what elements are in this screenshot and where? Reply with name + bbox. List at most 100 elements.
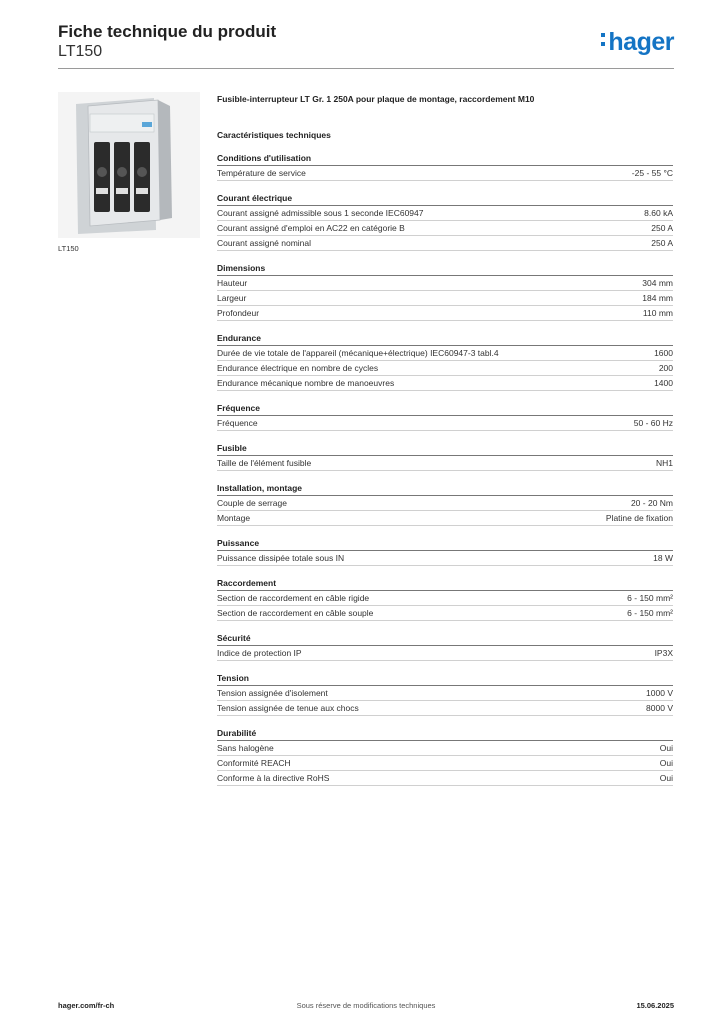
spec-label: Endurance électrique en nombre de cycles xyxy=(217,363,379,373)
document-title: Fiche technique du produit xyxy=(58,22,277,41)
spec-value: 304 mm xyxy=(642,278,673,288)
spec-value: 50 - 60 Hz xyxy=(633,418,673,428)
spec-row: Conformité REACH Oui xyxy=(217,756,673,771)
spec-row: Tension assignée d'isolement 1000 V xyxy=(217,686,673,701)
spec-value: -25 - 55 °C xyxy=(631,168,673,178)
spec-value: 200 xyxy=(658,363,673,373)
spec-row: Conforme à la directive RoHS Oui xyxy=(217,771,673,786)
spec-value: 250 A xyxy=(651,238,673,248)
spec-value: 6 - 150 mm² xyxy=(627,608,673,618)
spec-row: Courant assigné d'emploi en AC22 en caté… xyxy=(217,221,673,236)
spec-label: Couple de serrage xyxy=(217,498,287,508)
spec-row: Température de service -25 - 55 °C xyxy=(217,166,673,181)
section-title: Puissance xyxy=(217,537,673,551)
spec-label: Durée de vie totale de l'appareil (mécan… xyxy=(217,348,499,358)
spec-value: 18 W xyxy=(653,553,673,563)
spec-value: Oui xyxy=(659,773,673,783)
spec-row: Courant assigné nominal 250 A xyxy=(217,236,673,251)
spec-label: Courant assigné admissible sous 1 second… xyxy=(217,208,424,218)
section-title: Sécurité xyxy=(217,632,673,646)
spec-value: 20 - 20 Nm xyxy=(630,498,673,508)
spec-value: NH1 xyxy=(655,458,673,468)
section-title: Fusible xyxy=(217,442,673,456)
spec-value: 8000 V xyxy=(646,703,673,713)
spec-label: Puissance dissipée totale sous IN xyxy=(217,553,345,563)
spec-label: Fréquence xyxy=(217,418,258,428)
spec-row: Couple de serrage 20 - 20 Nm xyxy=(217,496,673,511)
spec-value: Platine de fixation xyxy=(605,513,673,523)
section-title: Fréquence xyxy=(217,402,673,416)
section-title: Durabilité xyxy=(217,727,673,741)
spec-row: Largeur 184 mm xyxy=(217,291,673,306)
spec-content: Fusible-interrupteur LT Gr. 1 250A pour … xyxy=(217,93,673,786)
spec-label: Conforme à la directive RoHS xyxy=(217,773,330,783)
spec-label: Endurance mécanique nombre de manoeuvres xyxy=(217,378,395,388)
spec-value: 1600 xyxy=(654,348,673,358)
product-description: Fusible-interrupteur LT Gr. 1 250A pour … xyxy=(217,94,535,104)
footer-date: 15.06.2025 xyxy=(636,1001,674,1010)
spec-row: Montage Platine de fixation xyxy=(217,511,673,526)
footer-website-link[interactable]: hager.com/fr-ch xyxy=(58,1001,115,1010)
spec-value: 1000 V xyxy=(646,688,673,698)
spec-value: 184 mm xyxy=(642,293,673,303)
spec-label: Montage xyxy=(217,513,251,523)
footer-disclaimer: Sous réserve de modifications techniques xyxy=(296,1001,436,1010)
spec-label: Courant assigné d'emploi en AC22 en caté… xyxy=(217,223,405,233)
spec-row: Courant assigné admissible sous 1 second… xyxy=(217,206,673,221)
spec-label: Largeur xyxy=(217,293,247,303)
spec-row: Section de raccordement en câble souple 6… xyxy=(217,606,673,621)
spec-row: Durée de vie totale de l'appareil (mécan… xyxy=(217,346,673,361)
spec-row: Sans halogène Oui xyxy=(217,741,673,756)
spec-value: 250 A xyxy=(651,223,673,233)
spec-label: Profondeur xyxy=(217,308,260,318)
section-title: Tension xyxy=(217,672,673,686)
spec-label: Sans halogène xyxy=(217,743,274,753)
spec-label: Courant assigné nominal xyxy=(217,238,312,248)
section-title: Conditions d'utilisation xyxy=(217,152,673,166)
product-reference: LT150 xyxy=(58,43,103,60)
logo-wordmark: hager xyxy=(608,28,674,56)
hager-logo[interactable]: hager xyxy=(601,28,674,57)
section-title: Installation, montage xyxy=(217,482,673,496)
spec-row: Puissance dissipée totale sous IN 18 W xyxy=(217,551,673,566)
spec-row: Endurance électrique en nombre de cycles… xyxy=(217,361,673,376)
spec-value: 6 - 150 mm² xyxy=(627,593,673,603)
spec-value: IP3X xyxy=(654,648,673,658)
page-header: Fiche technique du produit LT150 hager xyxy=(58,22,674,68)
spec-label: Section de raccordement en câble souple xyxy=(217,608,374,618)
spec-row: Tension assignée de tenue aux chocs 8000 … xyxy=(217,701,673,716)
spec-label: Section de raccordement en câble rigide xyxy=(217,593,370,603)
image-caption: LT150 xyxy=(58,244,79,253)
section-title: Endurance xyxy=(217,332,673,346)
spec-label: Tension assignée d'isolement xyxy=(217,688,328,698)
spec-label: Conformité REACH xyxy=(217,758,291,768)
product-image xyxy=(58,92,200,238)
spec-value: Oui xyxy=(659,758,673,768)
spec-value: 8.60 kA xyxy=(644,208,673,218)
spec-label: Hauteur xyxy=(217,278,248,288)
spec-row: Taille de l'élément fusible NH1 xyxy=(217,456,673,471)
spec-label: Tension assignée de tenue aux chocs xyxy=(217,703,359,713)
spec-label: Taille de l'élément fusible xyxy=(217,458,312,468)
spec-value: 1400 xyxy=(654,378,673,388)
spec-label: Température de service xyxy=(217,168,306,178)
section-title: Raccordement xyxy=(217,577,673,591)
spec-value: 110 mm xyxy=(642,308,673,318)
spec-row: Profondeur 110 mm xyxy=(217,306,673,321)
spec-value: Oui xyxy=(659,743,673,753)
tech-characteristics-heading: Caractéristiques techniques xyxy=(217,130,331,140)
spec-row: Fréquence 50 - 60 Hz xyxy=(217,416,673,431)
